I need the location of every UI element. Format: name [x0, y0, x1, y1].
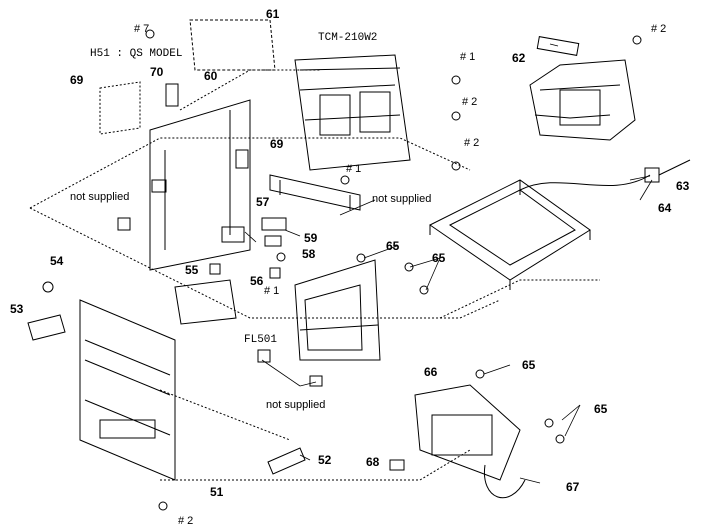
label-2c: # 2 — [651, 23, 666, 35]
label-58: 58 — [302, 247, 316, 261]
label-7: # 7 — [134, 23, 149, 35]
cassette-bracket — [269, 174, 361, 211]
chassis-outline — [29, 69, 600, 481]
tuner-bracket-58 — [294, 259, 381, 361]
label-51: 51 — [210, 485, 224, 499]
label-ns3: not supplied — [266, 399, 325, 411]
cushion-62 — [536, 36, 580, 56]
label-63: 63 — [676, 179, 690, 193]
back-panel-60 — [149, 99, 251, 271]
part-55-56 — [209, 263, 281, 279]
label-ns1: not supplied — [70, 191, 129, 203]
label-2b: # 2 — [464, 137, 479, 149]
label-70: 70 — [150, 65, 164, 79]
label-1b: # 1 — [346, 163, 361, 175]
not-supplied-parts — [117, 217, 323, 387]
label-tcm: TCM-210W2 — [318, 32, 377, 44]
leader-lines — [244, 43, 653, 484]
label-64: 64 — [658, 201, 672, 215]
label-69b: 69 — [270, 137, 284, 151]
label-62: 62 — [512, 51, 526, 65]
label-65c: 65 — [522, 358, 536, 372]
label-fl501: FL501 — [244, 334, 277, 346]
label-66: 66 — [424, 365, 438, 379]
front-panel — [79, 299, 176, 481]
knob-68 — [389, 459, 405, 471]
jack-panel-66 — [414, 384, 521, 481]
label-60: 60 — [204, 69, 218, 83]
label-59: 59 — [304, 231, 318, 245]
label-ns2: not supplied — [372, 193, 431, 205]
part-57 — [221, 226, 245, 243]
label-56: 56 — [250, 274, 264, 288]
bracket-53 — [27, 314, 66, 341]
label-55: 55 — [185, 263, 199, 277]
bracket-52 — [267, 447, 306, 475]
label-2d: # 2 — [178, 515, 193, 527]
diagram-labels: 61 # 7 H51 : QS MODEL TCM-210W2 # 1 # 2 … — [10, 7, 690, 527]
label-52: 52 — [318, 453, 332, 467]
cable-67 — [483, 464, 526, 499]
cd-mechanism-62 — [529, 59, 636, 141]
label-1c: # 1 — [264, 285, 279, 297]
label-54: 54 — [50, 254, 64, 268]
label-65d: 65 — [594, 402, 608, 416]
label-57: 57 — [256, 195, 270, 209]
motor-cable-63 — [519, 159, 691, 191]
rear-panel-61 — [189, 19, 276, 71]
clip-70 — [165, 83, 179, 107]
label-model: H51 : QS MODEL — [90, 48, 182, 60]
part-59 — [261, 217, 287, 247]
label-1a: # 1 — [460, 51, 475, 63]
label-69a: 69 — [70, 73, 84, 87]
cassette-mechanism-tcm — [294, 54, 411, 171]
label-61: 61 — [266, 7, 280, 21]
label-65a: 65 — [386, 239, 400, 253]
label-53: 53 — [10, 302, 24, 316]
chassis-tray — [429, 179, 591, 290]
display-fl501 — [174, 279, 237, 325]
label-67: 67 — [566, 480, 580, 494]
screw-54 — [42, 281, 54, 293]
label-65b: 65 — [432, 251, 446, 265]
sheet-69 — [99, 81, 141, 135]
label-2a: # 2 — [462, 96, 477, 108]
label-68: 68 — [366, 455, 380, 469]
